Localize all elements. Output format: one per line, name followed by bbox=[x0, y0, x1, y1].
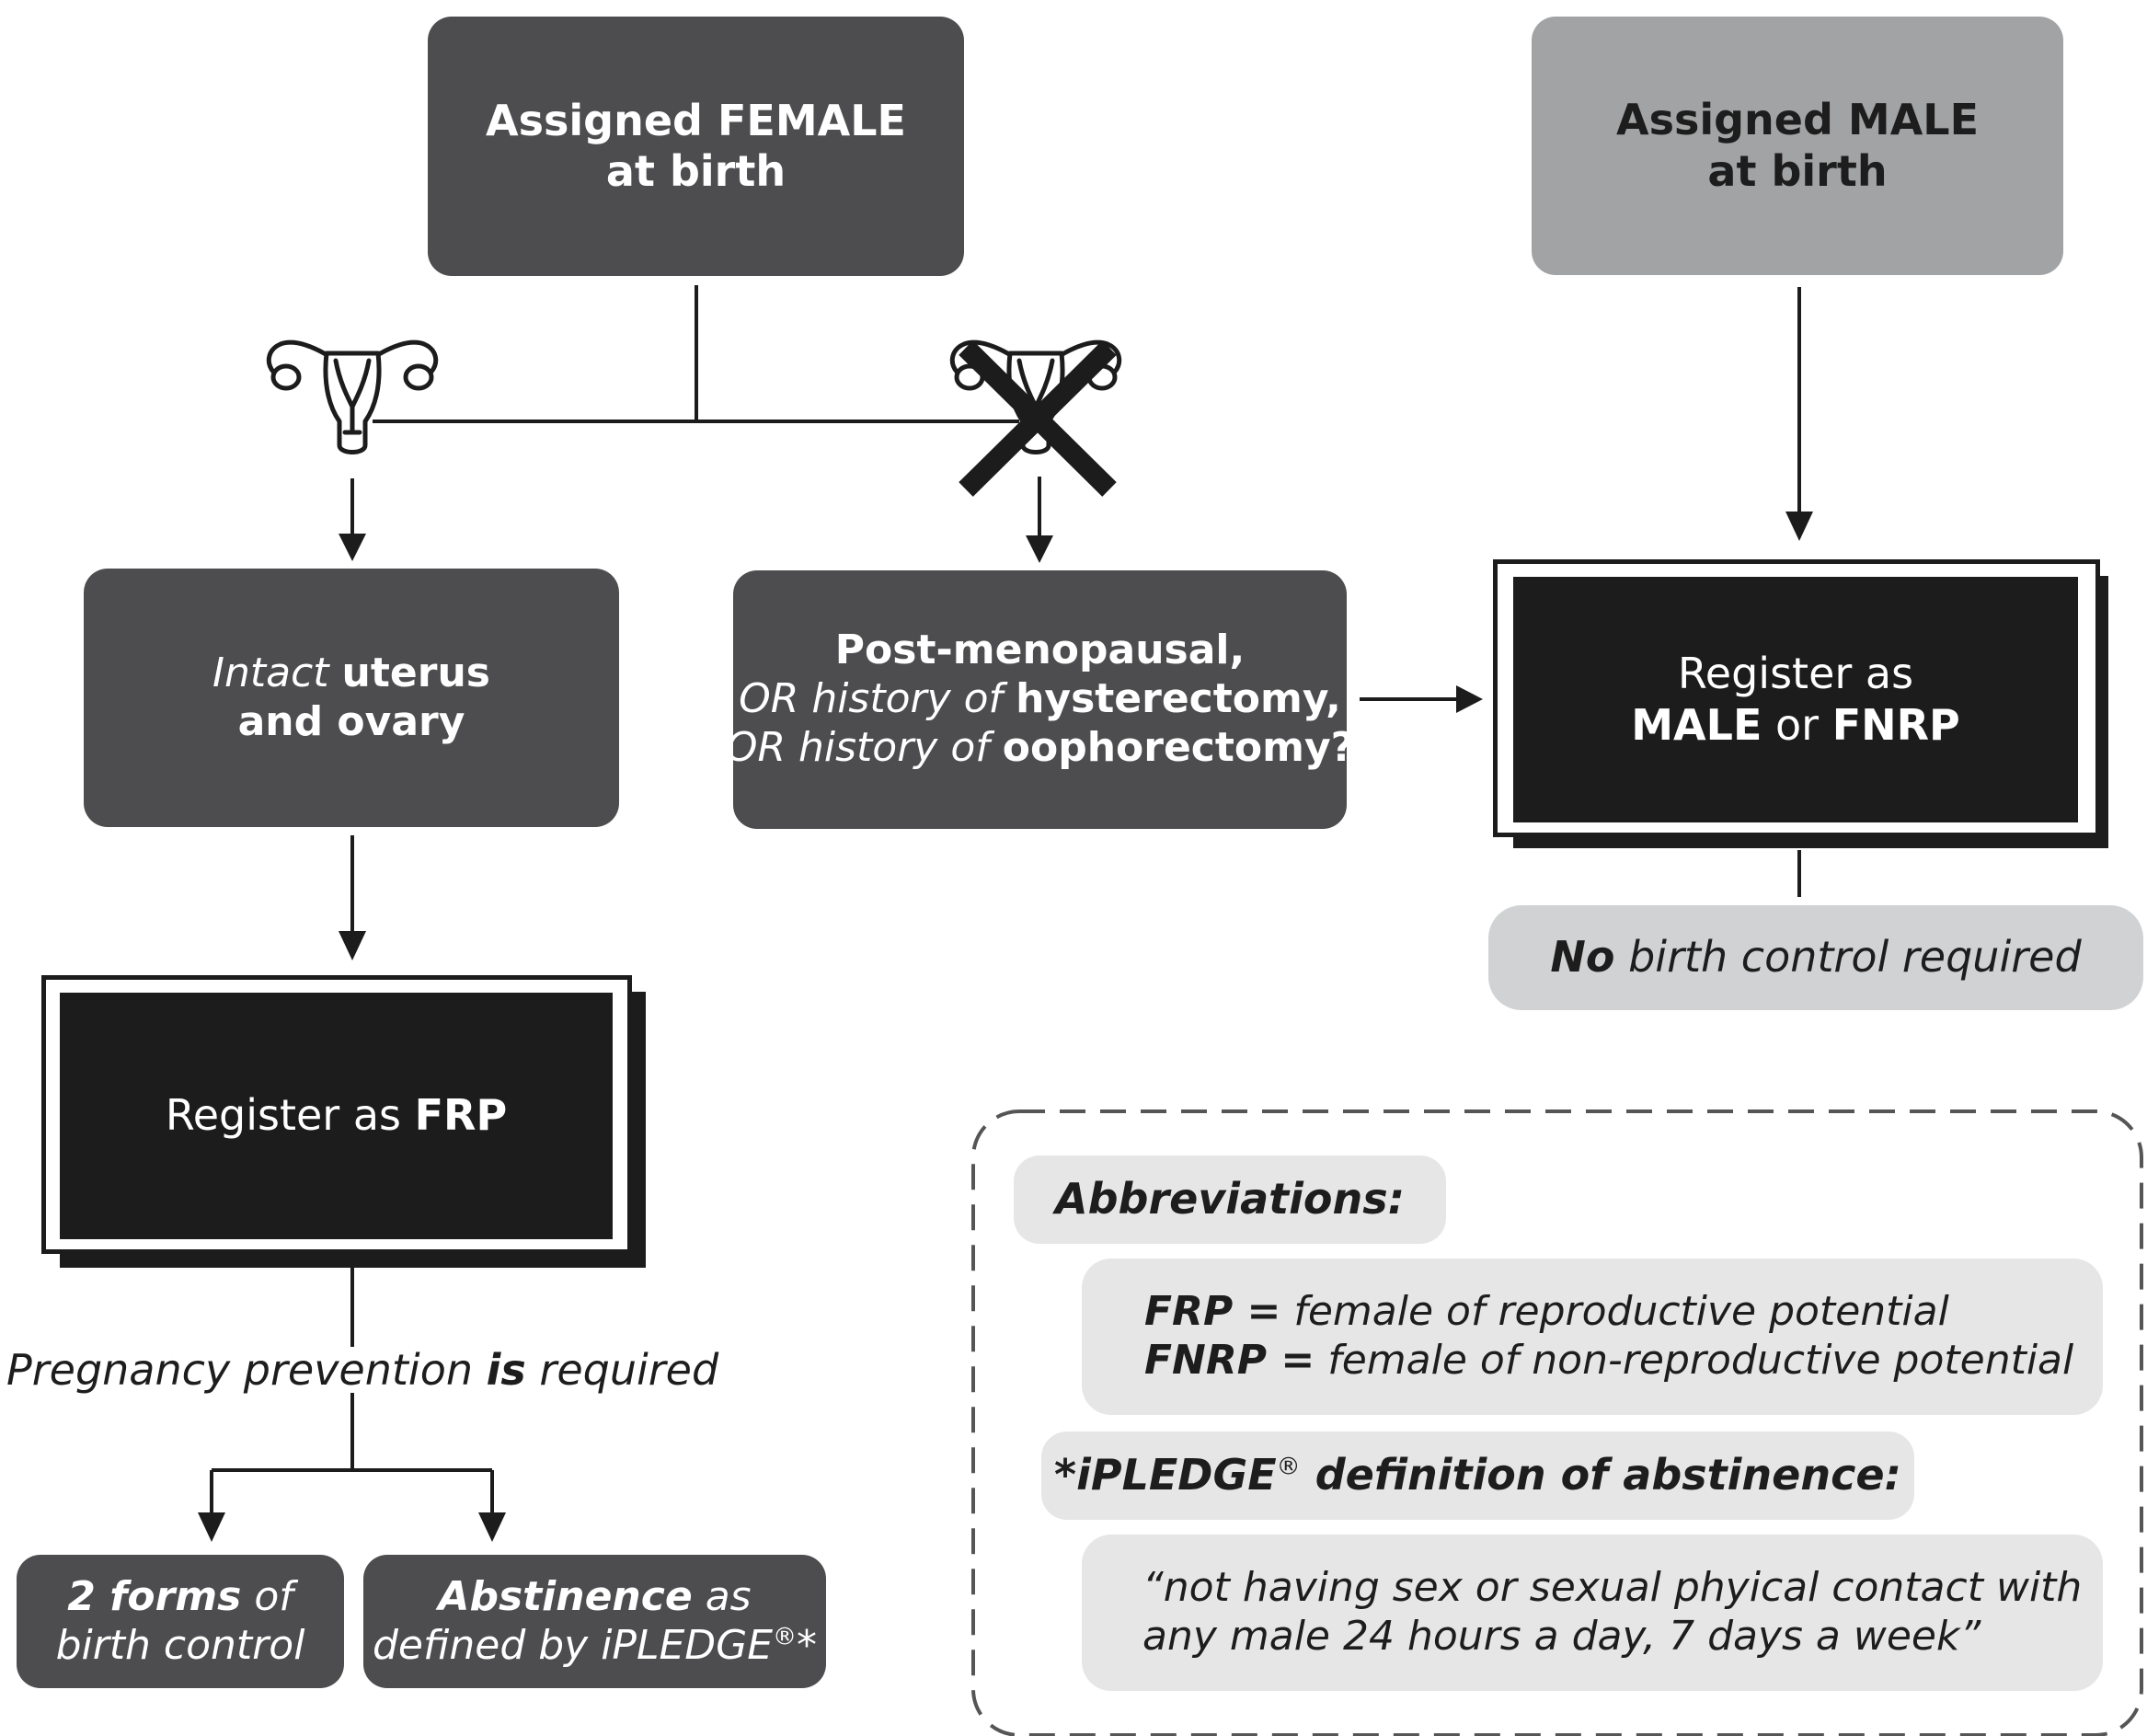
node-no-birth-control: No birth control required bbox=[1488, 905, 2143, 1010]
legend-abbreviations-content: FRP = female of reproductive potential F… bbox=[1082, 1259, 2103, 1415]
legend-abstinence-quote: “not having sex or sexual phyical contac… bbox=[1082, 1535, 2103, 1691]
node-register-male-bold-b: FNRP bbox=[1831, 699, 1960, 750]
label-pregnancy-italic1: Pregnancy prevention bbox=[6, 1345, 473, 1395]
legend-fnrp-def: female of non-reproductive potential bbox=[1327, 1337, 2074, 1384]
node-register-male-line1: Register as bbox=[1677, 649, 1914, 699]
arrowhead-register-male bbox=[1456, 685, 1483, 713]
legend-fnrp-key: FNRP = bbox=[1144, 1337, 1315, 1384]
legend-quote-line1: “not having sex or sexual phyical contac… bbox=[1142, 1564, 2083, 1612]
node-register-male: Register as MALE or FNRP bbox=[1513, 577, 2078, 822]
node-two-forms: 2 forms of birth control bbox=[17, 1555, 344, 1688]
node-register-frp: Register as FRP bbox=[60, 993, 613, 1239]
node-two-forms-of: of bbox=[254, 1572, 293, 1620]
node-postmeno-line2-italic: OR history of bbox=[739, 675, 1004, 723]
legend-frp-key: FRP = bbox=[1144, 1288, 1281, 1336]
node-register-male-or: or bbox=[1775, 699, 1820, 750]
node-assigned-male: Assigned MALE at birth bbox=[1532, 17, 2063, 275]
label-pregnancy-italic2: required bbox=[539, 1345, 719, 1395]
legend-frame bbox=[971, 1109, 2143, 1736]
node-register-male-bold-a: MALE bbox=[1631, 699, 1762, 750]
uterus-crossed-icon bbox=[949, 339, 1122, 497]
legend-abst-title-b: definition of abstinence: bbox=[1315, 1450, 1901, 1500]
legend-abstinence-title: *iPLEDGE® definition of abstinence: bbox=[1041, 1431, 1914, 1520]
arrowhead-postmeno bbox=[1026, 535, 1053, 563]
node-assigned-male-line1: Assigned MALE bbox=[1615, 95, 1980, 145]
node-abstinence-line2: defined by iPLEDGE bbox=[372, 1621, 774, 1669]
node-no-bc-bold: No bbox=[1550, 932, 1615, 983]
label-pregnancy-bold: is bbox=[486, 1345, 526, 1395]
node-intact-bold: uterus bbox=[341, 649, 490, 696]
label-pregnancy-prevention: Pregnancy prevention is required bbox=[6, 1345, 718, 1395]
arrowhead-intact bbox=[339, 534, 366, 561]
node-register-frp-bold: FRP bbox=[414, 1090, 508, 1141]
node-postmeno-line3-italic: OR history of bbox=[725, 723, 990, 771]
node-assigned-female-line1: Assigned FEMALE bbox=[486, 95, 906, 145]
uterus-icon bbox=[266, 339, 439, 454]
legend-quote-line2: any male 24 hours a day, 7 days a week” bbox=[1142, 1613, 1981, 1660]
node-abstinence: Abstinence as defined by iPLEDGE®* bbox=[363, 1555, 826, 1688]
node-assigned-female: Assigned FEMALE at birth bbox=[428, 17, 964, 276]
node-assigned-male-line2: at birth bbox=[1707, 145, 1888, 196]
node-assigned-female-line2: at birth bbox=[605, 146, 786, 196]
node-no-bc-italic: birth control required bbox=[1628, 932, 2082, 983]
legend-abst-title-a: *iPLEDGE bbox=[1054, 1450, 1277, 1500]
arrowhead-frp bbox=[339, 931, 366, 960]
node-intact-line2: and ovary bbox=[237, 697, 465, 745]
node-abstinence-star: * bbox=[797, 1621, 818, 1669]
node-postmeno-line3-bold: oophorectomy? bbox=[1002, 723, 1355, 771]
node-intact-uterus: Intact uterus and ovary bbox=[84, 569, 619, 827]
node-register-frp-text: Register as bbox=[165, 1090, 401, 1141]
node-two-forms-line2: birth control bbox=[55, 1621, 305, 1669]
node-two-forms-bold: 2 forms bbox=[67, 1572, 242, 1620]
node-abstinence-sup: ® bbox=[773, 1622, 798, 1650]
node-postmeno-line1: Post-menopausal, bbox=[834, 627, 1246, 674]
legend-frp-def: female of reproductive potential bbox=[1293, 1288, 1949, 1336]
node-intact-italic: Intact bbox=[212, 649, 329, 696]
node-postmeno-line2-bold: hysterectomy, bbox=[1016, 675, 1341, 723]
node-post-menopausal: Post-menopausal, OR history of hysterect… bbox=[726, 570, 1354, 829]
node-abstinence-bold: Abstinence bbox=[438, 1572, 693, 1620]
legend-abst-title-sup: ® bbox=[1276, 1454, 1301, 1482]
arrowhead-abstinence bbox=[478, 1512, 506, 1542]
node-abstinence-as: as bbox=[705, 1572, 752, 1620]
legend-abbreviations-title: Abbreviations: bbox=[1014, 1155, 1446, 1244]
arrowhead-two-forms bbox=[198, 1512, 225, 1542]
arrowhead-male bbox=[1785, 512, 1813, 541]
